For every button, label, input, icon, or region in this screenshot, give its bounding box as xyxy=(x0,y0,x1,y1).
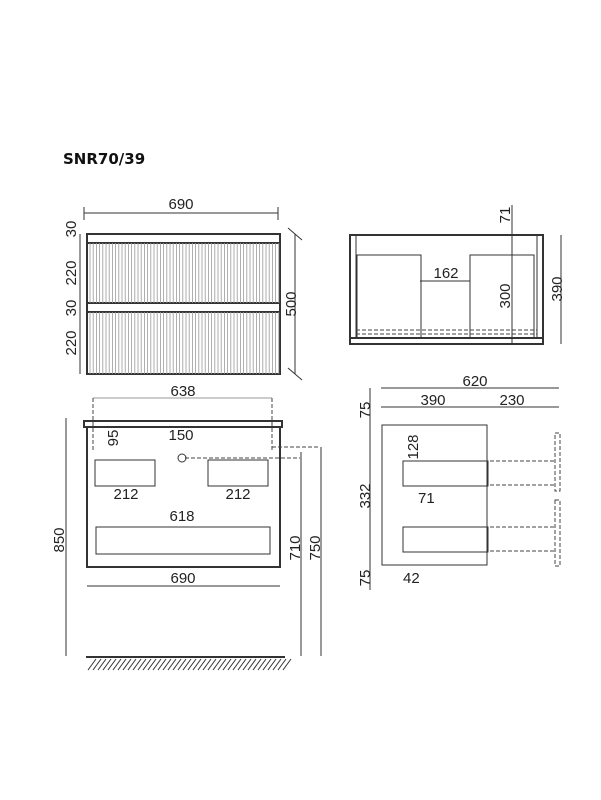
dim-drawer-gap: 162 xyxy=(433,265,458,282)
dim-body-depth: 390 xyxy=(420,392,445,409)
front-open-view: 638 212 212 150 95 618 690 850 710 750 xyxy=(51,383,324,671)
dim-inner-height: 300 xyxy=(497,283,514,308)
front-view: 690 500 30 220 30 220 xyxy=(63,196,303,381)
dim-top-margin: 75 xyxy=(357,402,374,419)
dim-extension: 230 xyxy=(499,392,524,409)
dim-bottom-width: 618 xyxy=(169,508,194,525)
dim-height: 500 xyxy=(283,291,300,316)
dim-top-gap: 30 xyxy=(63,221,80,238)
dim-hole-offset: 95 xyxy=(105,430,122,447)
dim-handle-depth: 128 xyxy=(405,434,422,459)
dim-drawer2: 220 xyxy=(63,330,80,355)
dim-total-depth: 620 xyxy=(462,373,487,390)
dim-plinth: 42 xyxy=(403,570,420,587)
side-view: 620 390 230 128 71 42 75 332 75 xyxy=(357,373,561,590)
dim-total-height: 850 xyxy=(51,527,68,552)
dim-handle-left: 212 xyxy=(113,486,138,503)
dim-top-width: 638 xyxy=(170,383,195,400)
dim-mid-gap: 30 xyxy=(63,300,80,317)
dim-height-710: 710 xyxy=(287,535,304,560)
dim-bottom-total-width: 690 xyxy=(170,570,195,587)
dim-hole-spacing: 150 xyxy=(168,427,193,444)
dim-width: 690 xyxy=(168,196,193,213)
dim-drawer1: 220 xyxy=(63,260,80,285)
model-title: SNR70/39 xyxy=(63,150,146,168)
dim-depth: 390 xyxy=(549,276,566,301)
dim-top-offset: 71 xyxy=(497,207,514,224)
dim-handle-right: 212 xyxy=(225,486,250,503)
dim-side-inner-height: 332 xyxy=(357,483,374,508)
dim-bottom-margin: 75 xyxy=(357,570,374,587)
dim-front-offset: 71 xyxy=(418,490,435,507)
side-top-view: 162 71 300 390 xyxy=(349,205,566,345)
dim-height-750: 750 xyxy=(307,535,324,560)
